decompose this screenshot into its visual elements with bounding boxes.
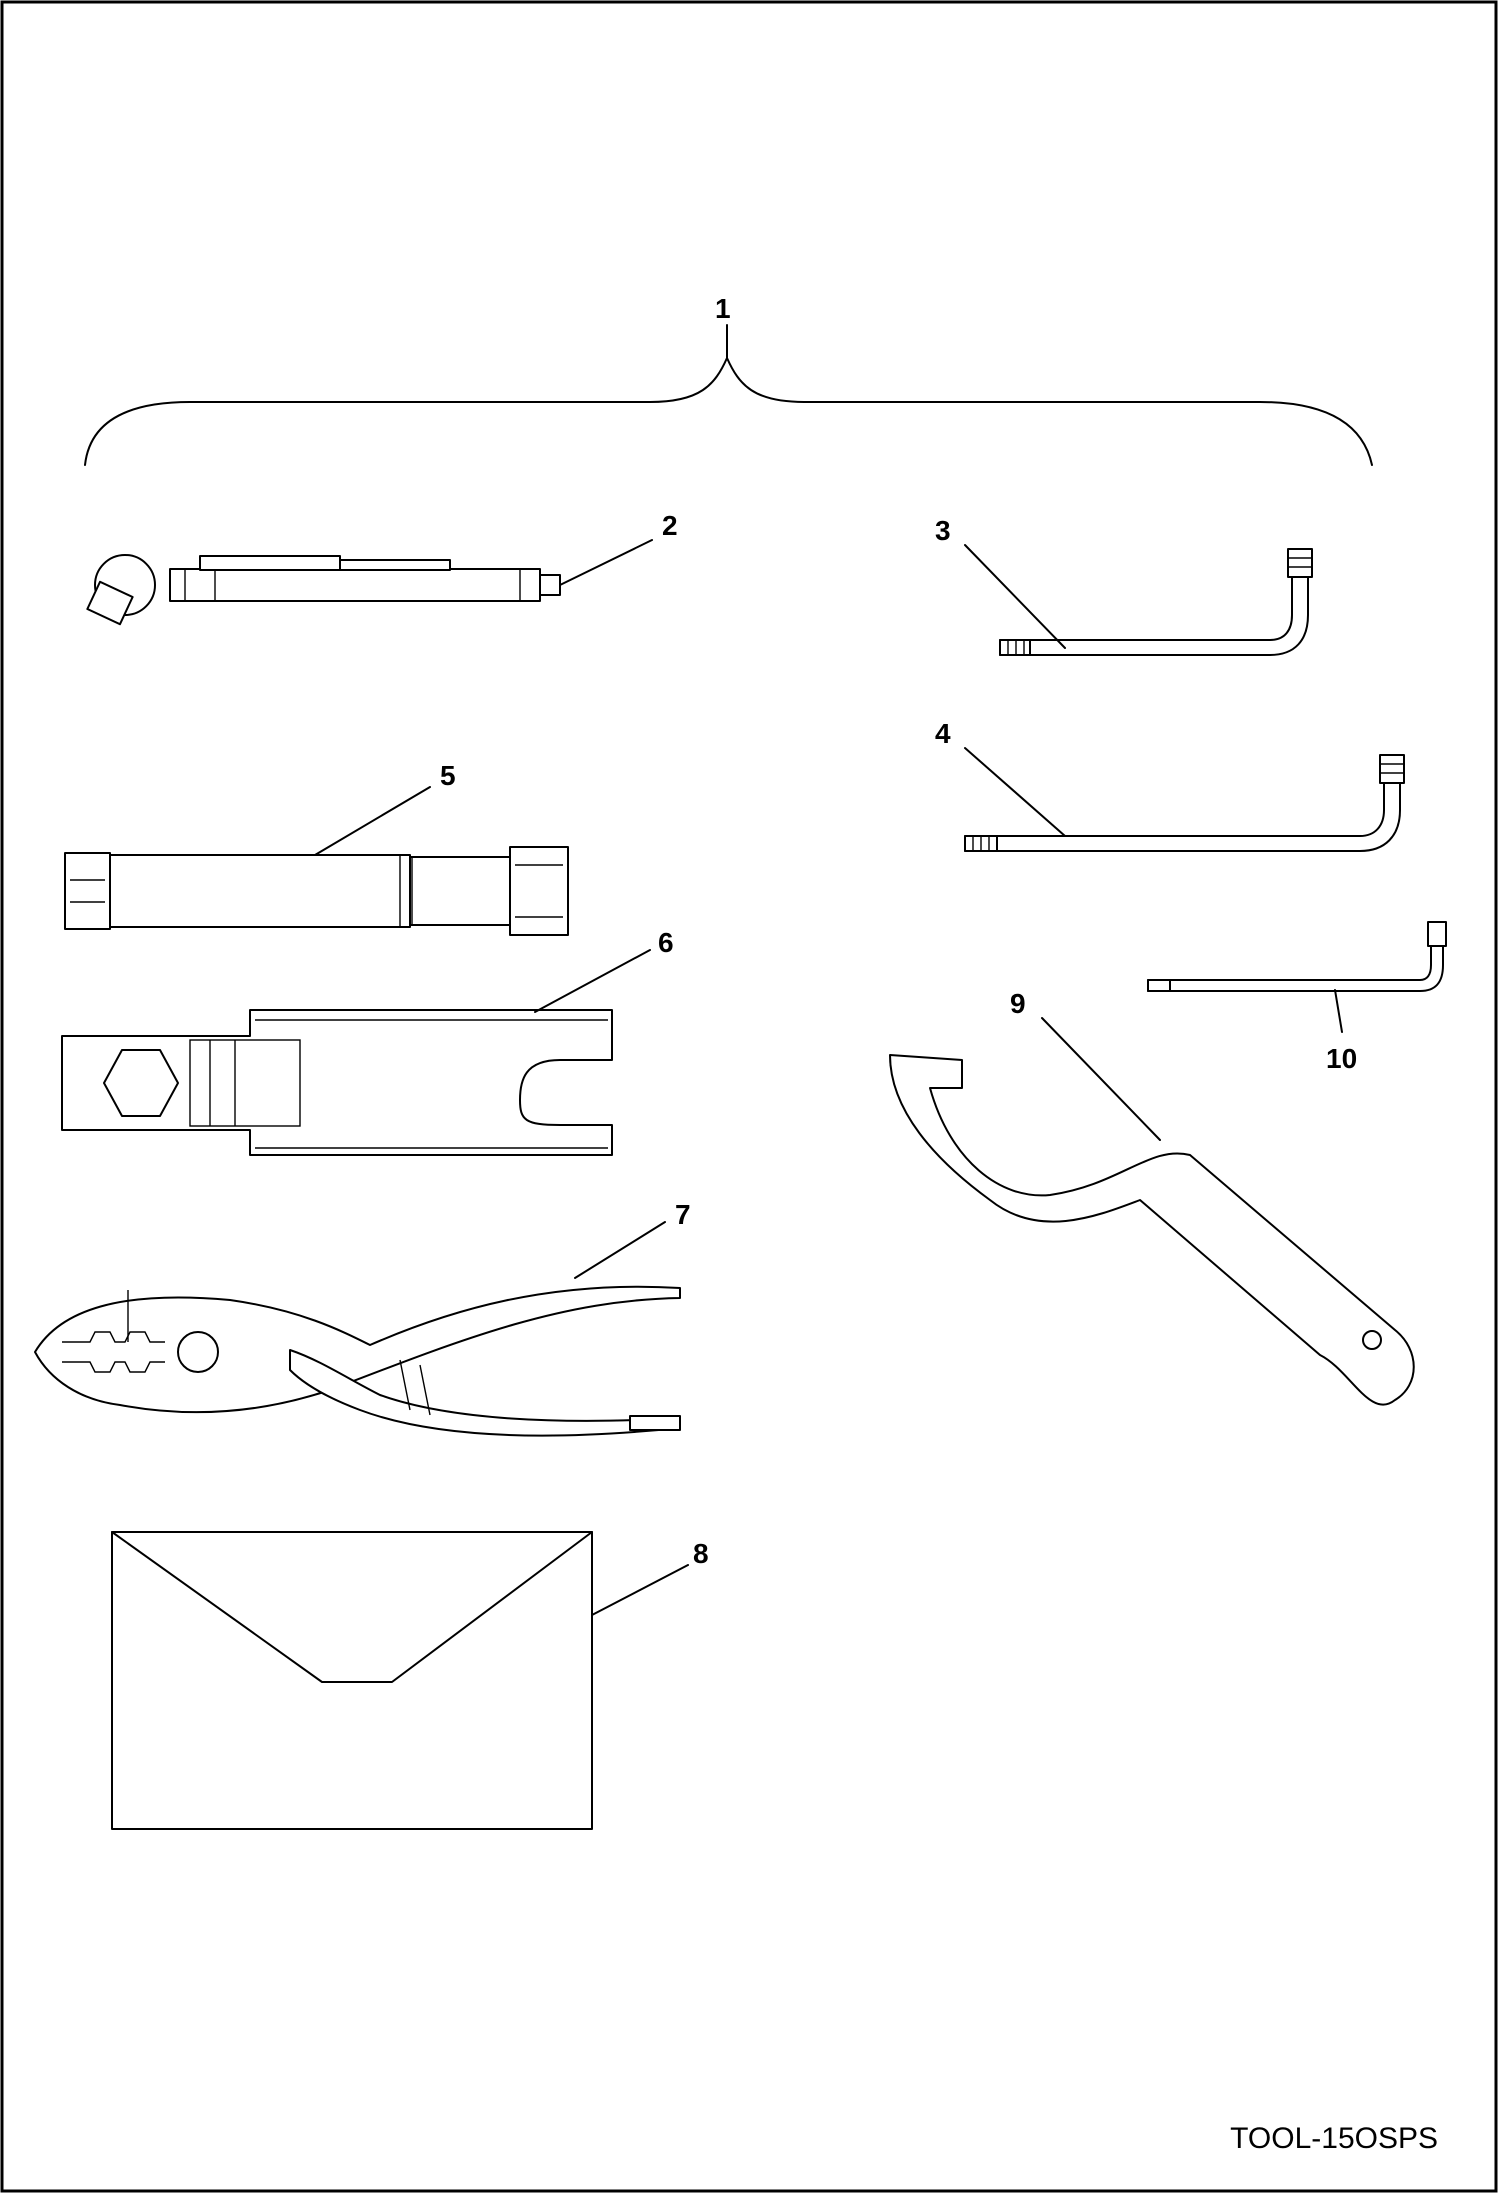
leader-2 (559, 539, 653, 586)
callout-5: 5 (440, 760, 456, 791)
hex-key-large (999, 548, 1313, 656)
callout-7: 7 (675, 1199, 691, 1230)
leader-9 (1041, 1017, 1161, 1141)
leader-8 (591, 1564, 689, 1616)
spanner-wrench (889, 1054, 1415, 1406)
envelope (111, 1531, 593, 1830)
hex-key-small (1147, 921, 1447, 992)
callout-6: 6 (658, 927, 674, 958)
leader-10 (1334, 989, 1343, 1033)
leader-3 (964, 544, 1066, 649)
leader-4 (964, 747, 1066, 837)
hex-key-medium (964, 754, 1405, 852)
drawing-code: TOOL-15OSPS (1230, 2122, 1438, 2155)
callout-2: 2 (662, 510, 678, 541)
socket-wrench (64, 846, 569, 936)
callout-3: 3 (935, 515, 951, 546)
slip-joint-pliers (34, 1285, 681, 1437)
callout-4: 4 (935, 718, 951, 749)
pressure-gauge (86, 554, 561, 626)
kit-brace (84, 324, 1373, 466)
fork-wrench (61, 1009, 613, 1156)
callout-10: 10 (1326, 1043, 1357, 1074)
callout-9: 9 (1010, 988, 1026, 1019)
leader-6 (534, 949, 651, 1013)
leader-7 (574, 1221, 666, 1279)
leader-5 (314, 786, 431, 856)
callout-1: 1 (715, 293, 731, 324)
callout-8: 8 (693, 1538, 709, 1569)
